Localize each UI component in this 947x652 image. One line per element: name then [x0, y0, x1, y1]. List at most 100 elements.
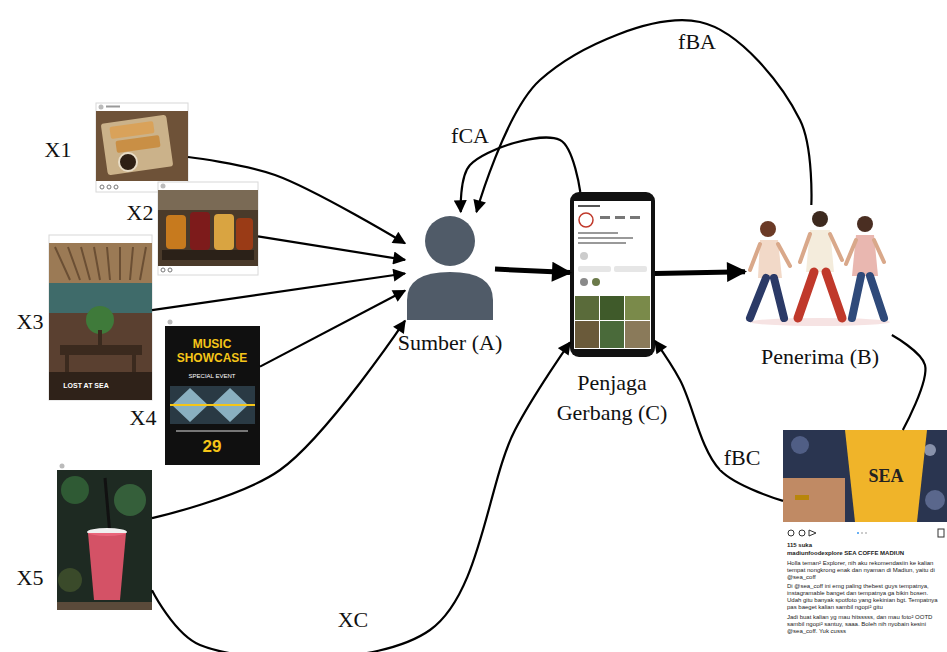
drink-photo [61, 476, 89, 504]
post-photo [236, 218, 253, 250]
phone-screen [580, 252, 588, 260]
review-post [924, 444, 936, 456]
drink-photo [60, 464, 65, 469]
phone-screen [578, 205, 600, 207]
post-photo [161, 184, 166, 189]
post-photo [161, 268, 165, 272]
post-text: Di @sea_coff ini emg paling thebest guys… [787, 583, 941, 611]
post-photo [49, 243, 152, 283]
post-text: Holla teman² Explorer, nih aku rekomenda… [787, 560, 941, 581]
phone-screen [578, 232, 618, 234]
drink-photo [105, 478, 110, 535]
review-post [783, 430, 947, 522]
people-illustration [852, 276, 884, 318]
drink-photo [88, 533, 126, 600]
event-poster [168, 320, 173, 325]
event-poster [170, 404, 255, 406]
post-photo [115, 135, 160, 153]
phone-screen [625, 321, 650, 348]
post-image: X2 [158, 182, 258, 275]
people-illustration [812, 211, 828, 227]
post-photo [162, 250, 254, 260]
edge-label: fBA [675, 30, 719, 54]
post-photo [101, 115, 174, 176]
review-post [783, 478, 845, 522]
review-post: SEA115 sukamadiunfoodexplore SEA COFFE M… [783, 430, 947, 652]
people-illustration [800, 234, 842, 262]
post-photo [166, 215, 186, 249]
phone-screen [578, 266, 611, 272]
post-photo [158, 182, 258, 275]
review-post [857, 532, 859, 534]
post-photo [190, 212, 210, 250]
phone-screen [600, 216, 610, 219]
post-text: 29 [203, 437, 222, 457]
node-label: X5 [17, 565, 44, 590]
post-photo [49, 235, 152, 400]
person-icon [425, 216, 475, 266]
review-post [795, 495, 809, 500]
phone-screen [614, 266, 647, 272]
review-post [845, 430, 927, 522]
node-label: Penerima (B) [761, 344, 879, 369]
phone-screen [575, 296, 599, 320]
post-photo [168, 268, 172, 272]
post-photo [214, 214, 234, 250]
phone-screen [592, 278, 600, 286]
phone-screen [578, 242, 626, 244]
post-photo [106, 106, 120, 108]
gatekeeper-phone: Penjaga Gerbang (C) [570, 192, 655, 357]
post-photo [109, 121, 154, 139]
source-icon: Sumber (A) [405, 212, 495, 322]
post-photo [100, 185, 104, 189]
post-photo [55, 247, 146, 280]
post-photo [107, 185, 111, 189]
post-text: Jadi buat kalian yg mau hitsssss, dan ma… [787, 614, 941, 635]
phone-screen [579, 213, 593, 227]
post-image: X4MUSIC SHOWCASESPECIAL EVENT29 [165, 318, 260, 465]
people-illustration [750, 244, 790, 270]
post-photo [60, 345, 142, 355]
people-illustration [798, 272, 842, 318]
connector-arrow [476, 20, 811, 212]
phone-screen [625, 296, 650, 320]
post-photo [96, 103, 188, 192]
drink-photo [57, 462, 152, 470]
node-label: SEA [868, 466, 903, 487]
connector-arrow [152, 321, 405, 518]
review-post [783, 430, 947, 652]
people-illustration [760, 221, 776, 237]
phone-screen [574, 201, 651, 349]
event-poster [165, 318, 260, 465]
people-illustration [857, 216, 873, 232]
connector-arrow [152, 274, 405, 311]
review-post [809, 530, 816, 536]
node-label: Penjaga Gerbang (C) [550, 368, 675, 428]
people-illustration [750, 278, 784, 318]
node-label: X1 [45, 137, 72, 162]
post-text: MUSIC SHOWCASE [171, 338, 253, 366]
event-poster [170, 386, 255, 424]
people-illustration [846, 240, 884, 264]
post-text: LOST AT SEA [63, 382, 109, 390]
event-poster [165, 318, 260, 465]
event-poster [176, 430, 248, 432]
phone-screen [630, 216, 640, 219]
connector-arrow [495, 269, 570, 272]
node-label: X3 [17, 309, 44, 334]
node-label: Sumber (A) [398, 330, 502, 355]
post-image: X1 [96, 103, 188, 192]
drink-photo [57, 462, 152, 610]
post-text: madiunfoodexplore SEA COFFE MADIUN [787, 550, 941, 557]
post-photo [158, 182, 258, 275]
review-post [799, 530, 805, 536]
phone-screen [578, 237, 633, 239]
person-icon [407, 216, 493, 320]
phone-screen [575, 321, 599, 348]
post-text: SPECIAL EVENT [189, 373, 236, 380]
post-photo [96, 111, 188, 181]
connector-arrow [188, 157, 405, 243]
post-photo [86, 306, 114, 334]
post-photo [49, 235, 152, 400]
